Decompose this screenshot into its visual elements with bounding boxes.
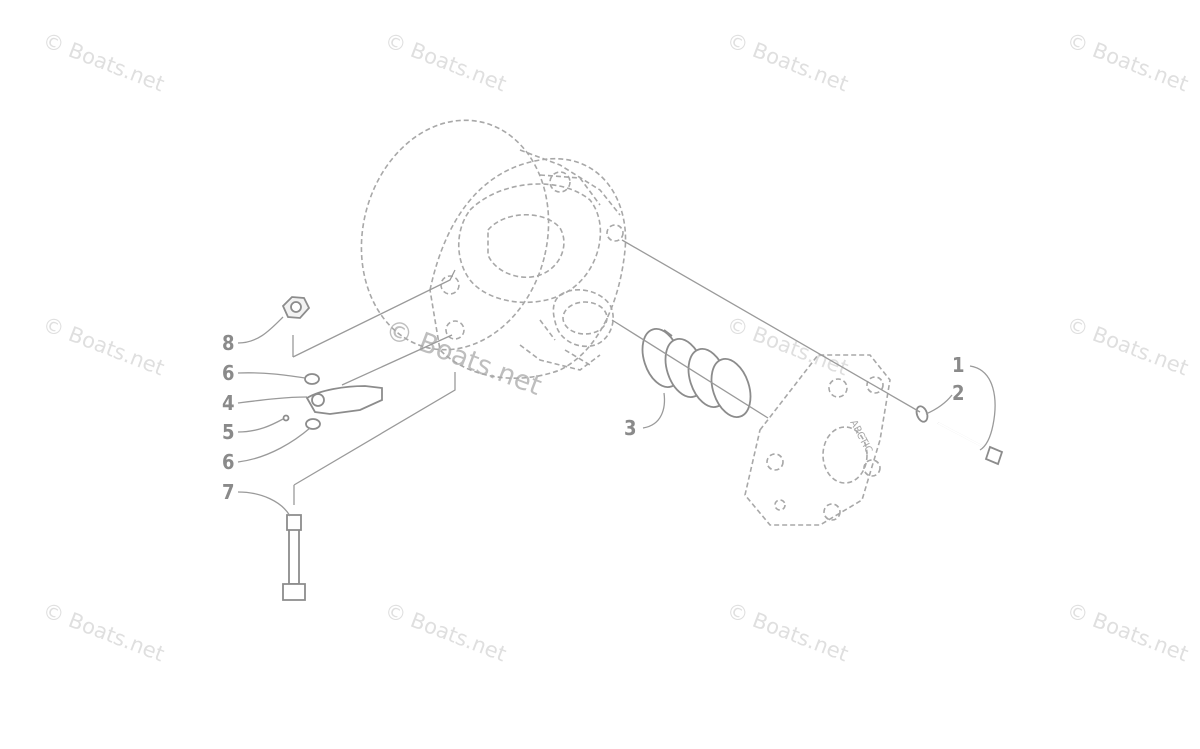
callout-3: 3 bbox=[624, 416, 637, 440]
bolt-alignment-line bbox=[293, 372, 456, 505]
washer-6-upper bbox=[304, 373, 320, 385]
leader-7 bbox=[237, 491, 291, 517]
weight-arm-4 bbox=[305, 385, 383, 415]
spring bbox=[641, 328, 752, 418]
leader-5 bbox=[237, 418, 284, 433]
callout-6-upper: 6 bbox=[222, 361, 235, 385]
cover-alignment-line bbox=[621, 239, 921, 413]
washer-6-lower bbox=[305, 418, 321, 430]
clutch-assembly-ghost bbox=[360, 119, 627, 379]
pin-5 bbox=[282, 414, 290, 422]
callout-1: 1 bbox=[952, 353, 965, 377]
leader-6a bbox=[237, 372, 306, 379]
callout-2: 2 bbox=[952, 381, 965, 405]
bolt-1 bbox=[937, 422, 1004, 466]
leader-8 bbox=[237, 316, 284, 344]
brand-text: ARCTIC bbox=[847, 418, 874, 455]
callout-8: 8 bbox=[222, 331, 235, 355]
callout-7: 7 bbox=[222, 480, 235, 504]
leader-2 bbox=[925, 394, 953, 415]
callout-5: 5 bbox=[222, 420, 235, 444]
nut-8 bbox=[281, 296, 311, 319]
nut-alignment-line bbox=[292, 269, 456, 358]
spring-alignment-line bbox=[611, 319, 769, 419]
callout-4: 4 bbox=[222, 391, 235, 415]
cover-plate: ARCTIC bbox=[744, 354, 891, 526]
arm-alignment-line bbox=[341, 334, 453, 386]
leader-4 bbox=[237, 396, 308, 404]
callout-6-lower: 6 bbox=[222, 450, 235, 474]
leader-1 bbox=[969, 365, 996, 451]
washer-2 bbox=[915, 405, 929, 423]
leader-3 bbox=[642, 392, 666, 429]
bolt-7 bbox=[282, 514, 306, 601]
leader-6b bbox=[237, 427, 311, 463]
